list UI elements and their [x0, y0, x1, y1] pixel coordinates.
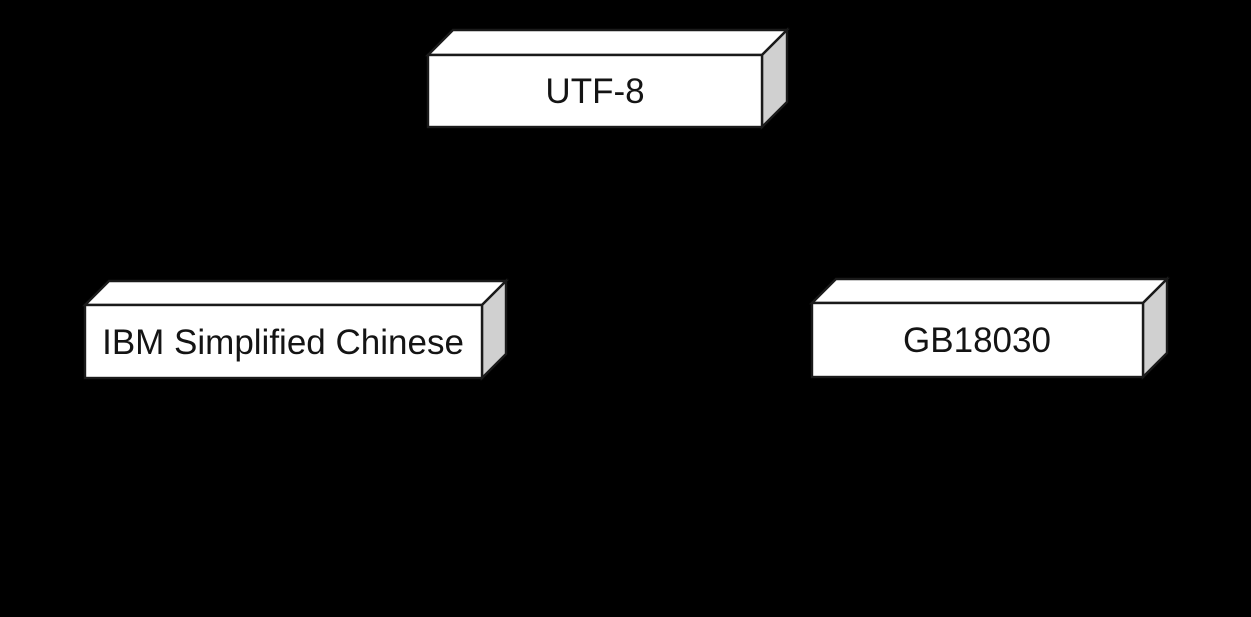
ibm-simplified-chinese-box-front-face [83, 303, 484, 380]
gb18030-box-label: GB18030 [903, 321, 1051, 360]
ibm-simplified-chinese-box-label: IBM Simplified Chinese [102, 323, 464, 362]
utf-8-box-top-face [425, 28, 790, 57]
utf-8-box-front-face [426, 53, 764, 129]
node-gb18030: GB18030 [809, 276, 1170, 380]
gb18030-box-top-face [809, 277, 1170, 305]
node-ibm-simplified-chinese: IBM Simplified Chinese [82, 278, 509, 381]
utf-8-box-label: UTF-8 [545, 72, 644, 111]
ibm-simplified-chinese-box-top-face [82, 279, 509, 307]
gb18030-box-front-face [810, 301, 1145, 379]
node-utf-8: UTF-8 [425, 27, 790, 130]
